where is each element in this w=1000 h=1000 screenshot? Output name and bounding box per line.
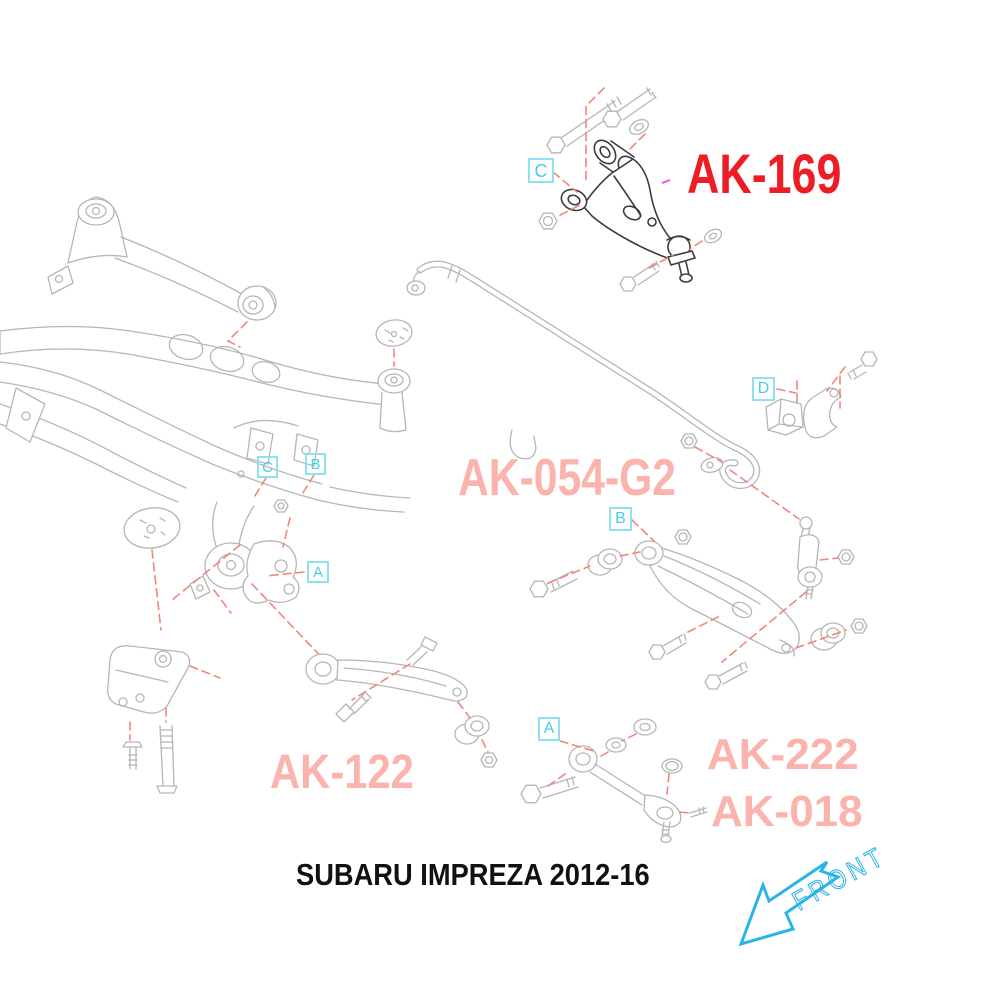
- trailing-arm-drawing: [107, 636, 498, 794]
- lateral-link-drawing: [520, 718, 708, 844]
- part-label-ak054-g2: AK-054-G2: [458, 449, 677, 507]
- sway-bar-drawing: [406, 260, 878, 520]
- part-label-ak018: AK-018: [711, 787, 863, 836]
- callout-box-c-subframe: C: [257, 456, 278, 478]
- subframe-drawing: [0, 196, 537, 665]
- callout-box-b-subframe: B: [305, 453, 326, 475]
- callout-box-d-swaybar: D: [752, 377, 775, 401]
- front-direction-indicator: FRONT: [738, 840, 892, 947]
- callout-box-a-subframe: A: [307, 561, 329, 583]
- lower-control-arm-drawing: [529, 516, 868, 690]
- part-label-ak169: AK-169: [687, 142, 842, 205]
- callout-box-c-upper-arm: C: [528, 158, 554, 183]
- callout-box-a-lateral-link: A: [538, 717, 560, 741]
- vehicle-title: SUBARU IMPREZA 2012-16: [296, 857, 650, 892]
- callout-box-b-lower-arm: B: [609, 507, 632, 531]
- part-label-ak122: AK-122: [270, 746, 414, 799]
- part-label-ak222: AK-222: [707, 730, 859, 779]
- front-arrow-icon: [738, 860, 842, 947]
- upper-control-arm-drawing: [538, 87, 723, 292]
